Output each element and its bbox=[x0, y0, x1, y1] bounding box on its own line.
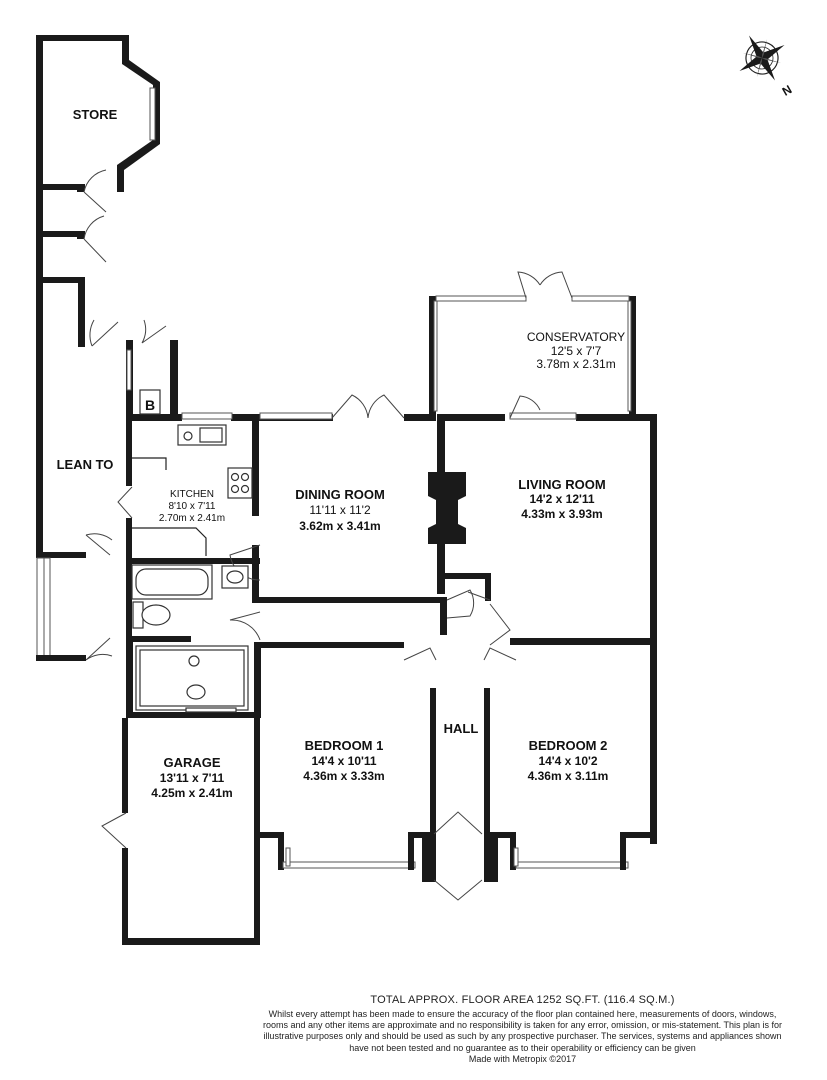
b-cupboard: B bbox=[145, 397, 155, 413]
bedroom1-imperial: 14'4 x 10'11 bbox=[311, 754, 376, 768]
room-conservatory: CONSERVATORY 12'5 x 7'7 3.78m x 2.31m bbox=[527, 330, 625, 371]
living-metric: 4.33m x 3.93m bbox=[521, 507, 602, 521]
kitchen-imperial: 8'10 x 7'11 bbox=[168, 501, 215, 512]
kitchen-name: KITCHEN bbox=[170, 489, 214, 500]
hall-name: HALL bbox=[444, 721, 479, 736]
garage-name: GARAGE bbox=[163, 755, 220, 770]
garage-imperial: 13'11 x 7'11 bbox=[160, 771, 225, 785]
dining-imperial: 11'11 x 11'2 bbox=[309, 503, 371, 517]
bedroom1-name: BEDROOM 1 bbox=[305, 738, 384, 753]
disclaimer: Whilst every attempt has been made to en… bbox=[255, 1009, 790, 1065]
bedroom2-metric: 4.36m x 3.11m bbox=[528, 769, 609, 783]
disclaimer-text: Whilst every attempt has been made to en… bbox=[262, 1009, 783, 1053]
lean-to-name: LEAN TO bbox=[57, 457, 114, 472]
room-lean-to: LEAN TO bbox=[57, 457, 114, 472]
kitchen-metric: 2.70m x 2.41m bbox=[159, 513, 225, 524]
b-label: B bbox=[145, 397, 155, 413]
doors bbox=[83, 169, 573, 901]
total-floor-area: TOTAL APPROX. FLOOR AREA 1252 SQ.FT. (11… bbox=[370, 994, 675, 1006]
room-bedroom-1: BEDROOM 1 14'4 x 10'11 4.36m x 3.33m bbox=[303, 738, 384, 783]
compass-icon bbox=[739, 35, 785, 81]
dining-metric: 3.62m x 3.41m bbox=[299, 519, 380, 533]
metropix-credit: Made with Metropix ©2017 bbox=[468, 1053, 577, 1064]
walls bbox=[36, 35, 657, 945]
conservatory-name: CONSERVATORY bbox=[527, 330, 625, 344]
conservatory-imperial: 12'5 x 7'7 bbox=[551, 344, 602, 358]
room-hall: HALL bbox=[444, 721, 479, 736]
dining-name: DINING ROOM bbox=[295, 487, 385, 502]
bedroom2-name: BEDROOM 2 bbox=[529, 738, 608, 753]
room-store: STORE bbox=[73, 107, 118, 122]
windows bbox=[126, 87, 577, 867]
store-name: STORE bbox=[73, 107, 118, 122]
room-bedroom-2: BEDROOM 2 14'4 x 10'2 4.36m x 3.11m bbox=[528, 738, 609, 783]
fixtures bbox=[131, 389, 253, 713]
room-kitchen: KITCHEN 8'10 x 7'11 2.70m x 2.41m bbox=[159, 489, 225, 524]
living-imperial: 14'2 x 12'11 bbox=[529, 492, 594, 506]
bedroom2-imperial: 14'4 x 10'2 bbox=[538, 754, 597, 768]
living-name: LIVING ROOM bbox=[518, 477, 605, 492]
compass-north-label: N bbox=[780, 82, 795, 98]
garage-metric: 4.25m x 2.41m bbox=[151, 786, 232, 800]
room-living: LIVING ROOM 14'2 x 12'11 4.33m x 3.93m bbox=[518, 477, 605, 521]
bedroom1-metric: 4.36m x 3.33m bbox=[303, 769, 384, 783]
conservatory-metric: 3.78m x 2.31m bbox=[536, 357, 615, 371]
room-dining: DINING ROOM 11'11 x 11'2 3.62m x 3.41m bbox=[295, 487, 385, 533]
room-garage: GARAGE 13'11 x 7'11 4.25m x 2.41m bbox=[151, 755, 232, 800]
